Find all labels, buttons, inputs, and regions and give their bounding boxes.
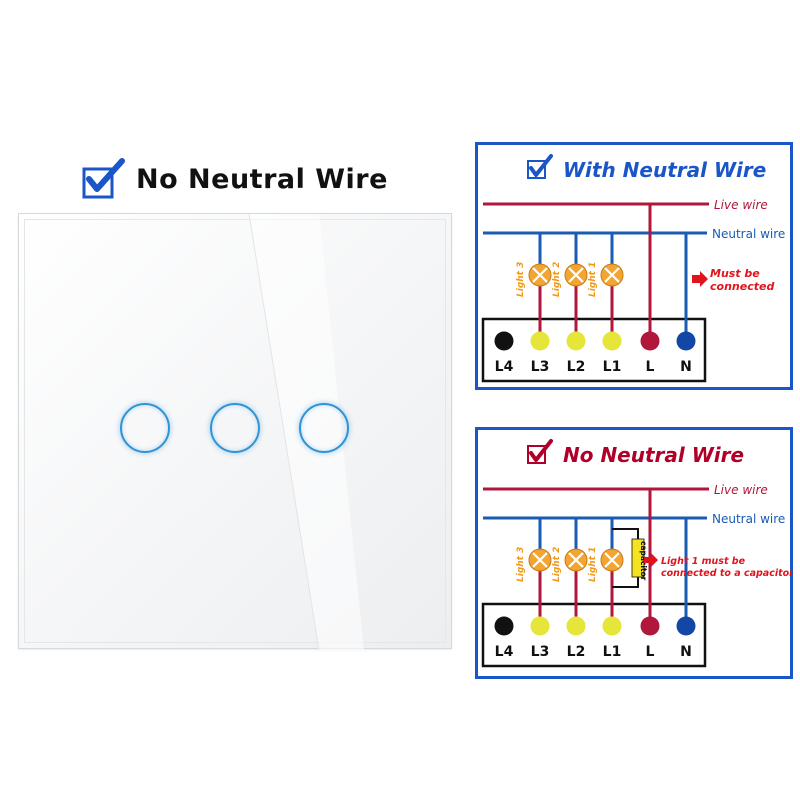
lamp-cross [568, 552, 584, 568]
terminal-label: N [680, 359, 692, 375]
note-line: Must be [710, 267, 760, 280]
terminal-label: L4 [495, 359, 514, 375]
lamp-cross [604, 267, 620, 283]
live-wire-label: Live wire [714, 198, 768, 212]
light-label: Light 3 [516, 262, 526, 297]
light-label: Light 3 [516, 547, 526, 582]
red-arrow-icon [692, 271, 708, 287]
terminal-label: L4 [495, 644, 514, 660]
terminal-dot [494, 331, 514, 351]
terminal-dot [676, 331, 696, 351]
light-label: Light 2 [552, 547, 562, 582]
touch-button-1[interactable] [120, 403, 170, 453]
terminal-label: N [680, 644, 692, 660]
lamp-cross [532, 552, 548, 568]
touch-button-2[interactable] [210, 403, 260, 453]
terminal-label: L3 [531, 359, 550, 375]
note-line: connected to a capacitor [661, 568, 793, 579]
checkmark [529, 439, 553, 462]
lamp-cross [604, 552, 620, 568]
terminal-dot [566, 616, 586, 636]
capacitor-label: capacitor [639, 541, 648, 581]
checkbox-square [527, 160, 546, 179]
terminal-label: L2 [567, 359, 586, 375]
terminal-block [481, 317, 707, 383]
terminal-label: L [646, 359, 655, 375]
light-label: Light 1 [588, 262, 598, 297]
diagram-title: With Neutral Wire [563, 158, 766, 182]
lamp-cross [532, 267, 548, 283]
terminal-label: L1 [603, 644, 622, 660]
checkbox-checked-icon [527, 154, 553, 179]
terminal-dot [640, 331, 660, 351]
live-wire-label: Live wire [714, 483, 768, 497]
terminal-dot [566, 331, 586, 351]
terminal-block [481, 602, 707, 668]
terminal-dot [676, 616, 696, 636]
checkbox-square [527, 445, 546, 464]
checkbox-checked-icon [82, 158, 125, 199]
red-arrow-icon [644, 553, 658, 567]
note-line: connected [710, 280, 774, 293]
terminal-label: L [646, 644, 655, 660]
note-line: Light 1 must be [661, 556, 746, 567]
lamp-cross [568, 267, 584, 283]
product-title: No Neutral Wire [136, 163, 388, 195]
terminal-dot [640, 616, 660, 636]
neutral-wire-label: Neutral wire [712, 227, 785, 241]
checkbox-checked-icon [527, 439, 553, 464]
terminal-dot [602, 331, 622, 351]
terminal-label: L2 [567, 644, 586, 660]
product-heading: No Neutral Wire [80, 157, 388, 201]
switch-panel [18, 213, 452, 650]
light-label: Light 2 [552, 262, 562, 297]
diagram-title: No Neutral Wire [563, 443, 744, 467]
terminal-dot [602, 616, 622, 636]
panel-bevel [24, 219, 446, 643]
terminal-label: L3 [531, 644, 550, 660]
checkmark [529, 154, 553, 177]
terminal-label: L1 [603, 359, 622, 375]
light-label: Light 1 [588, 547, 598, 582]
terminal-dot [494, 616, 514, 636]
touch-button-3[interactable] [299, 403, 349, 453]
terminal-dot [530, 331, 550, 351]
terminal-dot [530, 616, 550, 636]
neutral-wire-label: Neutral wire [712, 512, 785, 526]
